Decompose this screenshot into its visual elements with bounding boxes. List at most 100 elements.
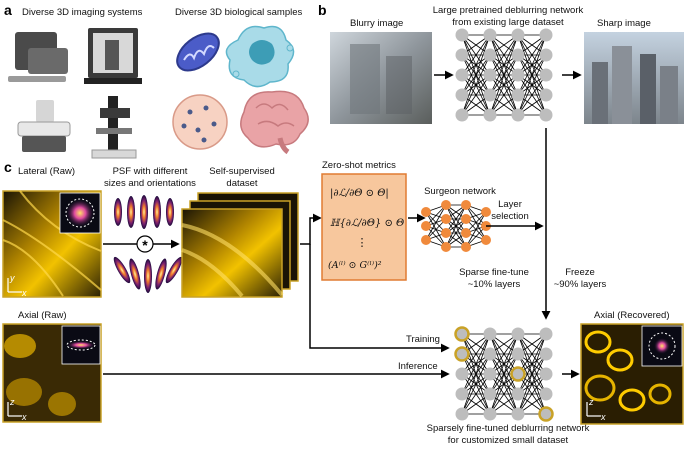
network-edge <box>461 333 491 375</box>
network-edge <box>489 54 519 116</box>
network-node <box>441 214 451 224</box>
axial-recovered-label: Axial (Recovered) <box>594 310 670 321</box>
network-node <box>483 28 497 42</box>
network-node <box>511 327 525 341</box>
self-supervised-dataset-stack <box>181 192 299 298</box>
network-edge <box>517 333 547 375</box>
network-node <box>483 327 497 341</box>
convolve-circle <box>136 235 154 253</box>
network-node <box>511 108 525 122</box>
network-node <box>455 108 469 122</box>
network-node <box>454 346 470 362</box>
ssd-label-2: dataset <box>226 178 258 189</box>
network-node <box>455 68 469 82</box>
bio-samples-title: Diverse 3D biological samples <box>175 7 302 18</box>
network-node <box>455 387 469 401</box>
network-node <box>511 387 525 401</box>
network-edge <box>489 333 519 395</box>
surgeon-network-label: Surgeon network <box>424 186 496 197</box>
network-node <box>511 48 525 62</box>
axial-raw-image <box>2 323 102 423</box>
network-node <box>538 406 554 422</box>
network-edge <box>517 333 547 395</box>
network-node <box>511 407 525 421</box>
network-edge <box>425 204 447 241</box>
network-edge <box>489 34 519 116</box>
psf-label-1: PSF with different <box>113 166 188 177</box>
axial-raw-axes: z x <box>7 397 27 422</box>
zero-shot-metrics-box: |∂ℒ/∂Θ ⊙ Θ| ℍ{∂ℒ/∂Θ} ⊙ Θ ⋮ (A⁽ˡ⁾ ⊙ G⁽ˡ⁾)… <box>321 173 407 281</box>
axial-raw-label: Axial (Raw) <box>18 310 67 321</box>
sharp-image <box>584 32 684 124</box>
network-edge <box>445 218 467 248</box>
network-edge <box>461 353 491 415</box>
microscope-4-icon <box>91 96 137 159</box>
network-node <box>461 242 471 252</box>
axis-y-label: y <box>9 273 15 283</box>
mitochondrion-icon <box>176 32 220 72</box>
network-edge <box>445 204 467 234</box>
zero-shot-metrics-label: Zero-shot metrics <box>322 160 396 171</box>
network-edge <box>461 34 491 96</box>
imaging-systems-title: Diverse 3D imaging systems <box>22 7 143 18</box>
sharp-image-label: Sharp image <box>597 18 651 29</box>
microscope-3-icon <box>17 100 71 152</box>
network-edge <box>465 211 487 248</box>
surgeon-network <box>421 200 491 252</box>
network-edge <box>489 353 519 415</box>
network-node <box>510 366 526 382</box>
network-node <box>483 48 497 62</box>
network-edge <box>489 34 519 76</box>
svg-text:ℍ{∂ℒ/∂Θ} ⊙ Θ: ℍ{∂ℒ/∂Θ} ⊙ Θ <box>330 218 404 229</box>
network-node <box>455 367 469 381</box>
sparse-finetune-label-1: Sparse fine-tune <box>459 267 529 278</box>
network-node <box>539 108 553 122</box>
sparse-network-label-1: Sparsely fine-tuned deblurring network <box>427 423 590 434</box>
network-node <box>455 88 469 102</box>
network-node <box>539 88 553 102</box>
network-node <box>483 88 497 102</box>
freeze-label-2: ~90% layers <box>554 279 607 290</box>
network-node <box>481 235 491 245</box>
network-node <box>454 326 470 342</box>
network-edge <box>517 34 547 116</box>
convolve-symbol: * <box>142 237 148 253</box>
network-node <box>511 28 525 42</box>
network-node <box>461 228 471 238</box>
network-edge <box>489 333 519 415</box>
sparse-finetuned-network <box>454 326 554 422</box>
network-edge <box>517 333 547 415</box>
network-node <box>421 207 431 217</box>
network-edge <box>489 34 519 96</box>
network-edge <box>517 54 547 116</box>
network-node <box>511 68 525 82</box>
network-edge <box>461 333 491 395</box>
axis-z-label-raw: z <box>9 397 15 407</box>
network-node <box>421 235 431 245</box>
network-node <box>539 347 553 361</box>
microscope-1-icon <box>8 32 68 82</box>
axis-z-label-rec: z <box>588 397 594 407</box>
network-node <box>483 387 497 401</box>
network-node <box>461 214 471 224</box>
network-edge <box>489 333 519 375</box>
psf-label-2: sizes and orientations <box>104 178 196 189</box>
svg-text:(A⁽ˡ⁾ ⊙ G⁽ˡ⁾)²: (A⁽ˡ⁾ ⊙ G⁽ˡ⁾)² <box>328 260 382 271</box>
axis-x-label-lateral: x <box>21 288 27 298</box>
sparse-finetune-label-2: ~10% layers <box>468 279 521 290</box>
network-node <box>539 327 553 341</box>
arrow-to-metrics <box>300 213 322 245</box>
network-edge <box>461 373 491 415</box>
lateral-raw-label: Lateral (Raw) <box>18 166 75 177</box>
network-node <box>483 347 497 361</box>
pretrained-network <box>455 28 553 122</box>
network-node <box>441 200 451 210</box>
svg-text:|∂ℒ/∂Θ ⊙ Θ|: |∂ℒ/∂Θ ⊙ Θ| <box>330 188 389 199</box>
ssd-label-1: Self-supervised <box>209 166 274 177</box>
cell-icon <box>225 25 295 88</box>
network-node <box>455 407 469 421</box>
tissue-icon <box>172 94 228 150</box>
network-node <box>461 200 471 210</box>
training-label: Training <box>406 334 440 345</box>
network-node <box>539 367 553 381</box>
